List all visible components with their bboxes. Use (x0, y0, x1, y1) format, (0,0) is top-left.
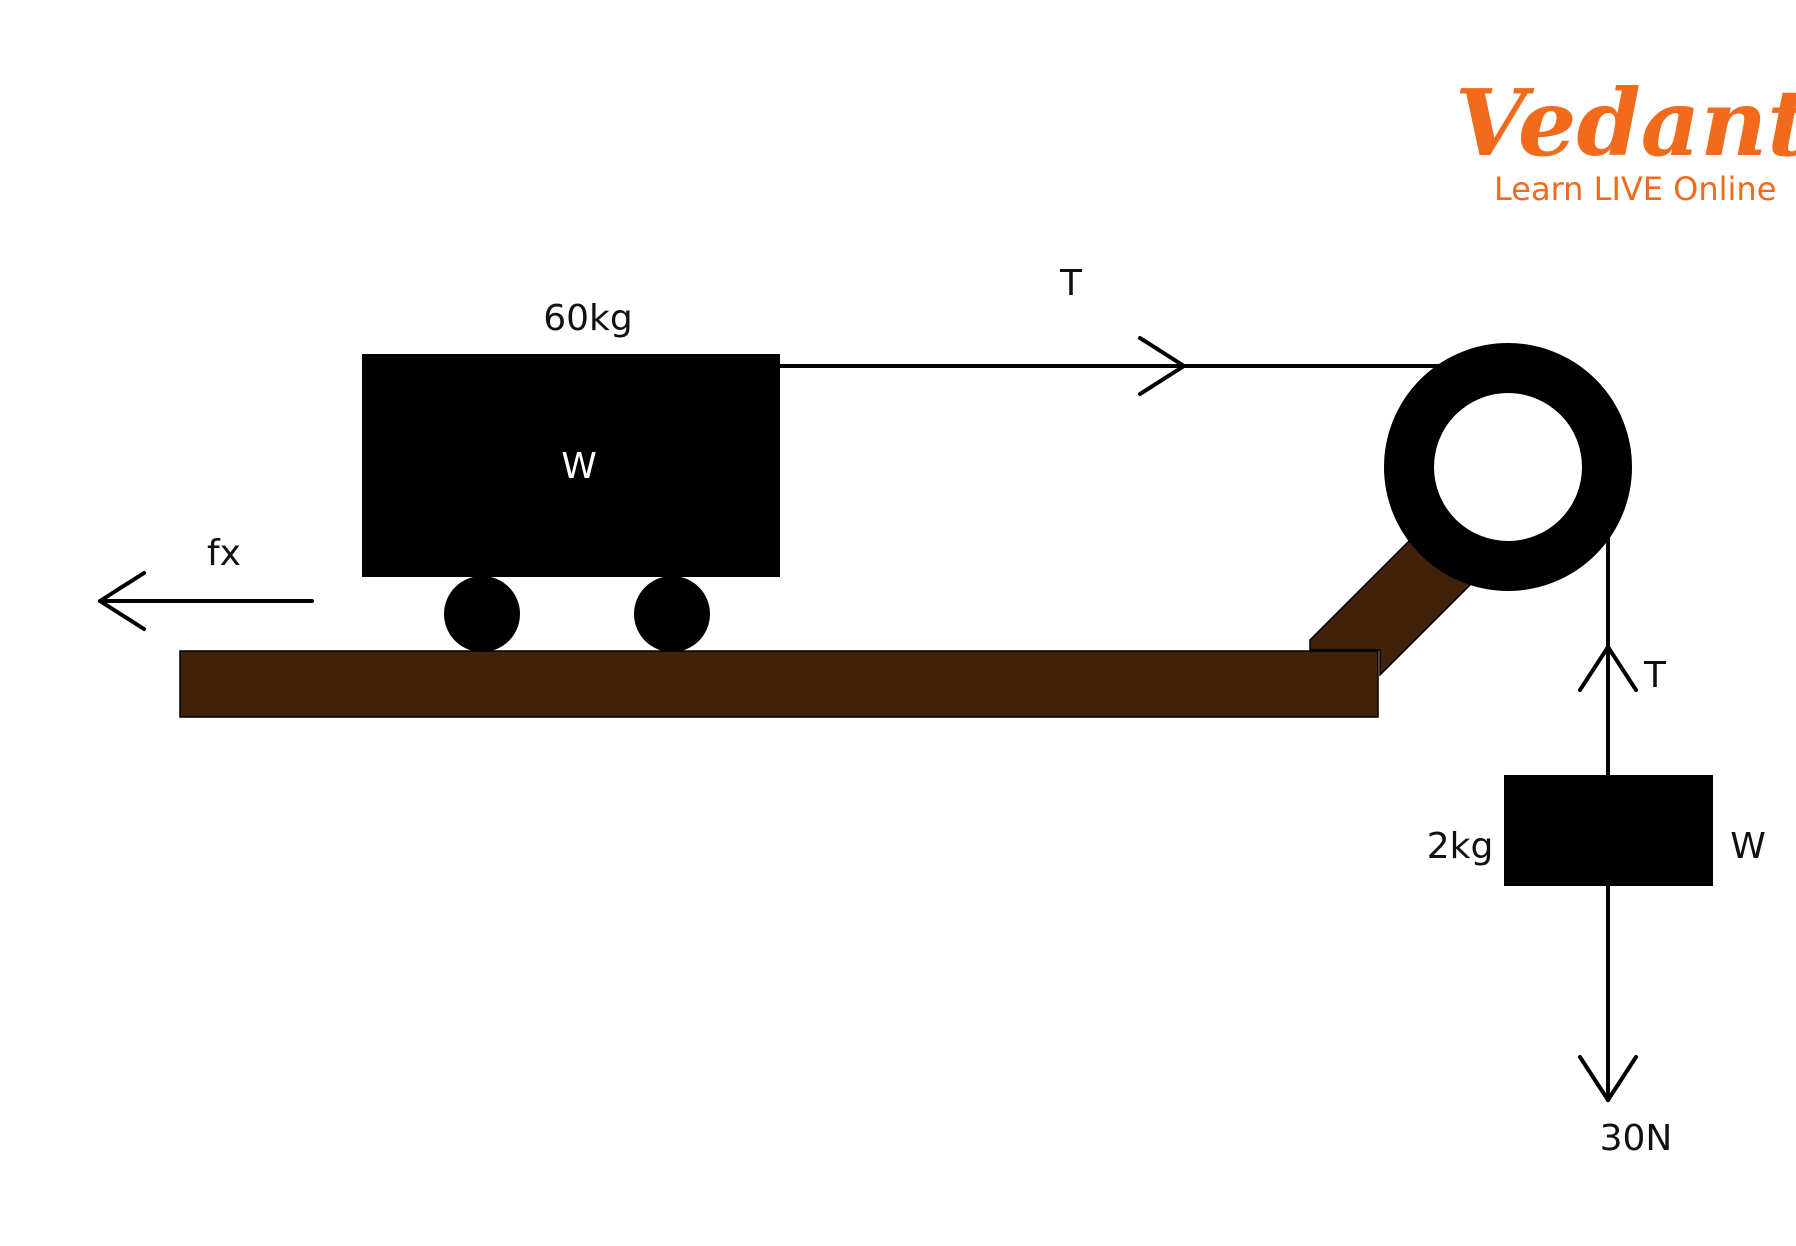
cart-weight-label: W (561, 446, 597, 487)
weight-arrow-head (1578, 1055, 1638, 1102)
logo-tagline: Learn LIVE Online (1494, 170, 1776, 208)
cart-mass-label: 60kg (543, 298, 633, 339)
pulley-wheel (1384, 343, 1632, 591)
hanging-block-mass-label: 2kg (1427, 826, 1494, 867)
weight-force-label: 30N (1600, 1118, 1673, 1159)
cart-wheel-right (634, 576, 710, 652)
cart-wheel-left (444, 576, 520, 652)
friction-arrow-head (98, 571, 146, 631)
hanging-block-weight-label: W (1730, 826, 1766, 867)
cart-block (362, 354, 780, 577)
platform (179, 650, 1379, 718)
tension-label-side: T (1643, 655, 1667, 696)
logo-brand: Vedantu (1455, 69, 1796, 177)
hanging-block (1504, 775, 1713, 886)
tension-arrow-top (1138, 336, 1186, 396)
tension-label-top: T (1059, 263, 1083, 304)
vedantu-logo: Vedantu Learn LIVE Online (1455, 69, 1796, 208)
tension-arrow-side (1578, 645, 1638, 692)
friction-label: fx (207, 533, 241, 574)
